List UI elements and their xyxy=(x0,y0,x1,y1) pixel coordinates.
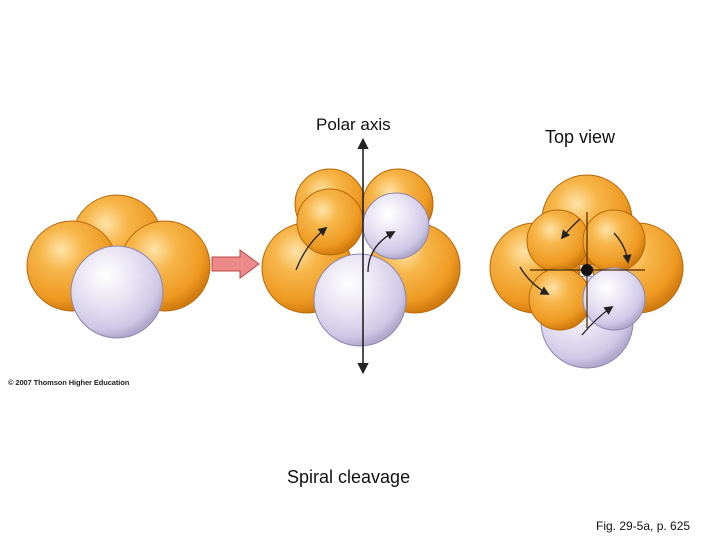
micromere-top-right xyxy=(582,209,646,273)
micromere-bottom-left xyxy=(528,267,592,331)
spiral-arrow-bottom-left xyxy=(519,266,550,295)
orange-micromere xyxy=(296,188,364,256)
micromere-bottom-right xyxy=(582,267,646,331)
polar-axis-label: Polar axis xyxy=(316,115,391,134)
lavender-blastomere-front xyxy=(70,245,164,339)
figure-caption: Spiral cleavage xyxy=(287,467,411,487)
lavender-micromere xyxy=(362,192,430,260)
side-view-embryo xyxy=(261,137,461,375)
spiral-arrow-top-right xyxy=(613,232,632,264)
transition-arrow xyxy=(211,249,260,279)
four-cell-embryo xyxy=(26,194,211,339)
rotation-arrow-left xyxy=(295,226,328,271)
figure-reference: Fig. 29-5a, p. 625 xyxy=(596,519,691,533)
top-view-embryo xyxy=(489,174,684,369)
rotation-arrow-right xyxy=(367,231,396,273)
top-view-label: Top view xyxy=(545,127,616,147)
lavender-macromere-front xyxy=(313,253,407,347)
copyright-notice: © 2007 Thomson Higher Education xyxy=(8,378,130,387)
spiral-arrow-top-left xyxy=(560,218,581,240)
polar-axis-dot xyxy=(581,264,593,276)
spiral-arrow-bottom-right xyxy=(581,305,614,336)
